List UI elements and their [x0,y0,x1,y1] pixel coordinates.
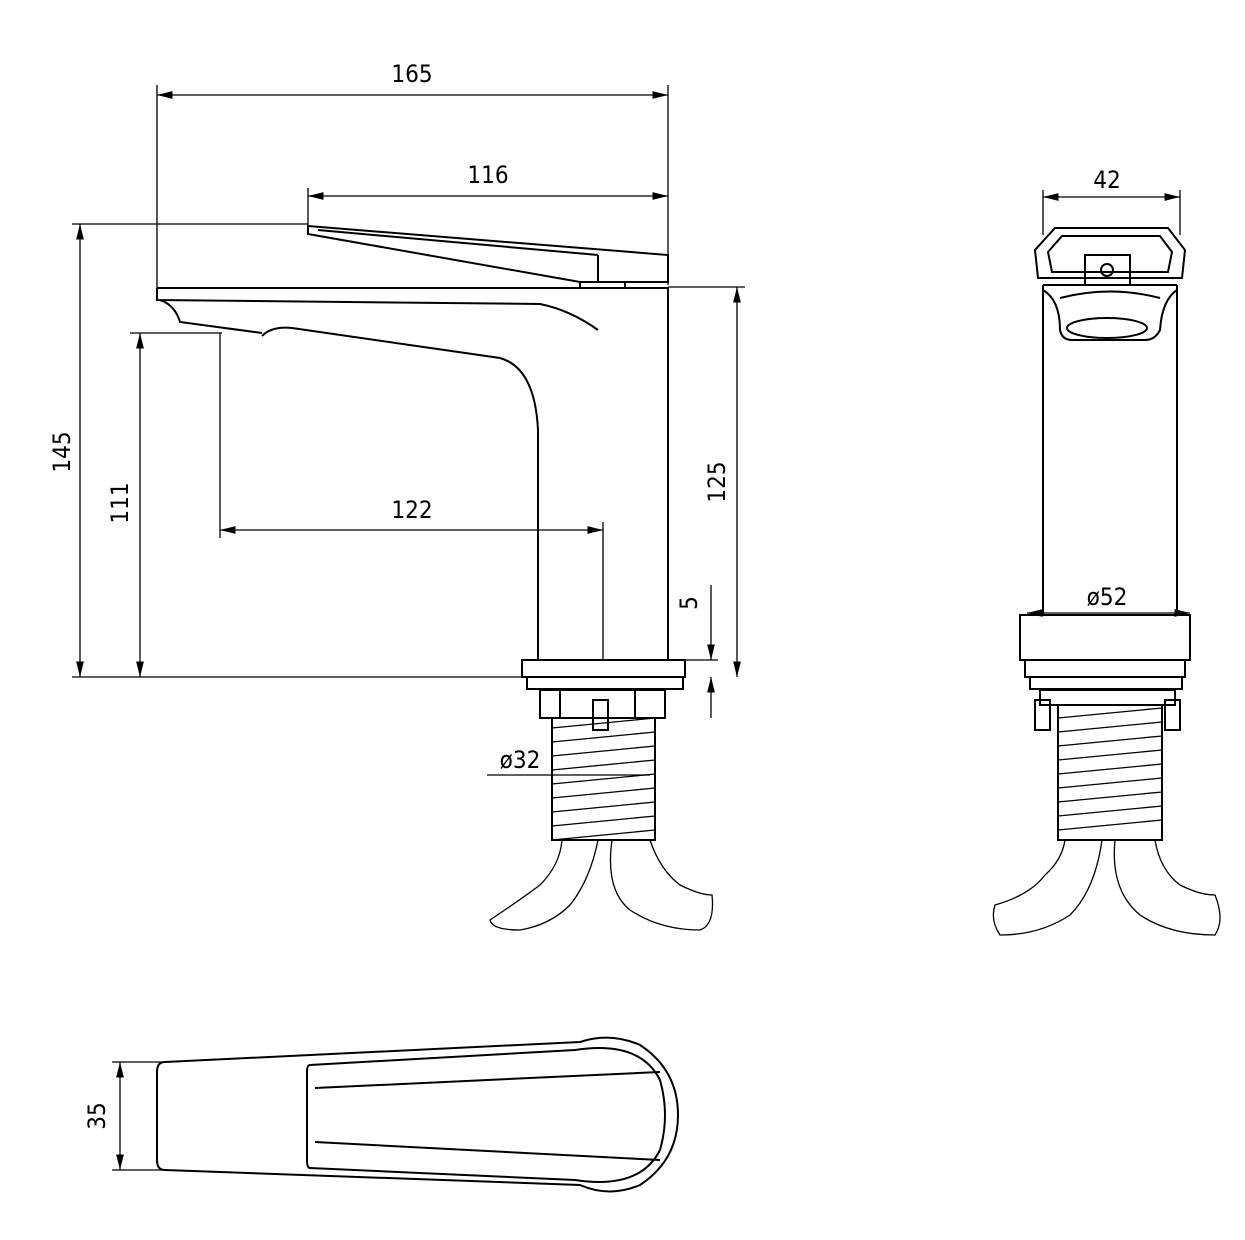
dim-label-d52: ø52 [1087,583,1128,611]
dimension-thread-diameter: ø32 [487,746,650,776]
side-braided-hoses [992,839,1221,936]
top-outline [156,1036,680,1193]
dimension-base-diameter: ø52 [1027,583,1190,617]
dim-label-35: 35 [83,1102,111,1129]
dimension-overall-length: 165 [156,60,669,290]
spout-body [156,287,669,660]
top-view: 35 [83,1036,680,1193]
dim-label-42: 42 [1093,166,1120,194]
lever-handle [307,224,669,288]
side-body [1042,284,1178,615]
side-view: 42 ø52 [992,166,1221,936]
dim-label-145: 145 [48,431,76,472]
dimension-spout-width: 35 [83,1061,162,1171]
dimension-handle-width: 42 [1042,166,1181,235]
dimension-base-thickness: 5 [675,585,718,718]
base-fittings [521,659,686,841]
dimension-spout-reach: 122 [219,333,604,660]
dim-label-165: 165 [391,60,432,88]
dimension-overall-height: 145 [48,223,530,678]
dim-label-122: 122 [391,496,432,524]
dim-label-116: 116 [467,161,508,189]
dimension-spout-outlet-height: 111 [106,332,222,677]
dim-label-5: 5 [675,596,703,610]
dimension-body-height: 125 [668,286,745,677]
front-view: 165 116 145 [48,60,745,931]
side-base-fittings [1019,614,1191,841]
dimension-handle-length: 116 [307,161,668,232]
side-handle [1033,227,1187,286]
dim-label-d32: ø32 [500,746,541,774]
dim-label-125: 125 [703,461,731,502]
dim-label-111: 111 [106,482,134,523]
braided-hoses [489,839,714,931]
